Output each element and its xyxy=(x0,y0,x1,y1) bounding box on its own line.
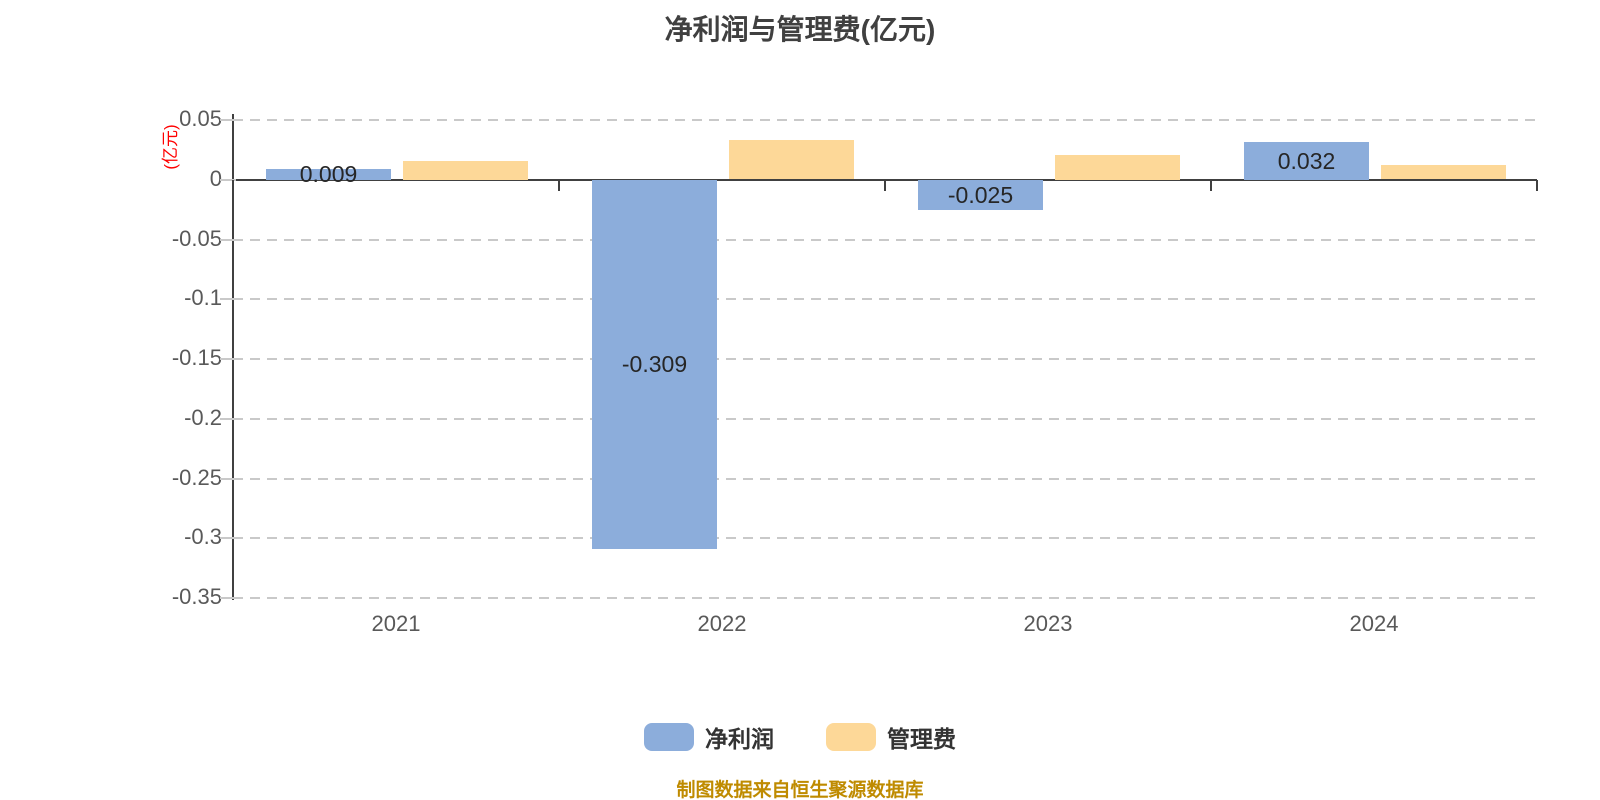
x-axis-tick xyxy=(1536,180,1538,191)
x-tick-label-2023: 2023 xyxy=(1023,611,1073,636)
chart-title: 净利润与管理费(亿元) xyxy=(664,14,936,45)
y-tick-label--0.1: -0.1 xyxy=(184,285,222,310)
y-tick-label--0.25: -0.25 xyxy=(171,465,222,490)
y-tick-label--0.15: -0.15 xyxy=(171,345,222,370)
y-tick-label--0.2: -0.2 xyxy=(184,405,222,430)
y-axis-tick--0.2 xyxy=(220,418,236,420)
legend-item-net-profit[interactable]: 净利润 xyxy=(644,720,774,754)
management-fee-bar-2022[interactable] xyxy=(729,140,854,179)
management-fee-bar-2024[interactable] xyxy=(1381,165,1506,179)
gridline--0.35 xyxy=(233,597,1537,599)
y-tick-label--0.05: -0.05 xyxy=(171,226,222,251)
bar-data-label-2021: 0.009 xyxy=(299,161,358,187)
gridline--0.3 xyxy=(233,537,1537,539)
net-profit-bar-2022[interactable] xyxy=(592,180,717,549)
net-profit-bar-2024[interactable] xyxy=(1244,142,1369,180)
x-axis-tick xyxy=(1210,180,1212,191)
source-note: 制图数据来自恒生聚源数据库 xyxy=(676,780,924,800)
y-axis-tick--0.05 xyxy=(220,239,236,241)
gridline--0.05 xyxy=(233,239,1537,241)
bar-data-label-2022: -0.309 xyxy=(621,351,688,377)
gridline--0.25 xyxy=(233,478,1537,480)
x-axis-tick xyxy=(232,180,234,191)
gridline--0.1 xyxy=(233,298,1537,300)
gridline--0.15 xyxy=(233,358,1537,360)
bar-data-label-2024: 0.032 xyxy=(1277,148,1336,174)
x-tick-label-2021: 2021 xyxy=(371,611,421,636)
legend-label-net-profit: 净利润 xyxy=(705,726,774,752)
gridline--0.2 xyxy=(233,418,1537,420)
gridline-0.05 xyxy=(233,119,1537,121)
y-tick-label-0.05: 0.05 xyxy=(179,106,222,131)
y-axis-tick--0.3 xyxy=(220,537,236,539)
management-fee-bar-2023[interactable] xyxy=(1055,155,1180,180)
x-axis-tick xyxy=(558,180,560,191)
y-tick-label-0: 0 xyxy=(209,166,222,191)
net-profit-bar-2023[interactable] xyxy=(918,180,1043,210)
net-profit-bar-2021[interactable] xyxy=(266,169,391,180)
y-axis-tick-0.05 xyxy=(220,119,236,121)
y-axis-tick-0 xyxy=(220,179,236,181)
management-fee-bar-2021[interactable] xyxy=(403,161,528,180)
y-tick-label--0.35: -0.35 xyxy=(171,584,222,609)
x-tick-label-2022: 2022 xyxy=(697,611,747,636)
bar-data-label-2023: -0.025 xyxy=(947,182,1014,208)
legend-item-management-fee[interactable]: 管理费 xyxy=(826,720,956,754)
y-axis-tick--0.15 xyxy=(220,358,236,360)
legend-label-management-fee: 管理费 xyxy=(887,726,956,752)
y-tick-label--0.3: -0.3 xyxy=(184,524,222,549)
y-axis-tick--0.1 xyxy=(220,298,236,300)
x-tick-label-2024: 2024 xyxy=(1349,611,1399,636)
y-axis-tick--0.35 xyxy=(220,597,236,599)
y-axis-line xyxy=(232,114,234,600)
legend-swatch-net-profit xyxy=(644,723,694,751)
x-axis-tick xyxy=(884,180,886,191)
y-axis-tick--0.25 xyxy=(220,478,236,480)
legend-swatch-management-fee xyxy=(826,723,876,751)
legend: 净利润 管理费 xyxy=(0,720,1600,754)
